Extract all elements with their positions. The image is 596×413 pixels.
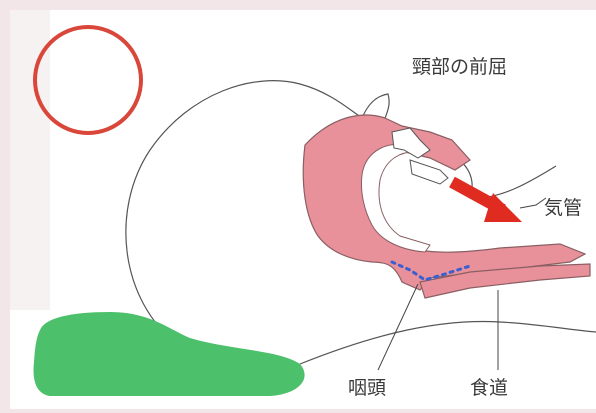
background-texture	[10, 10, 50, 310]
esophagus-label: 食道	[470, 373, 508, 400]
trachea-label: 気管	[544, 193, 582, 220]
pharynx-label: 咽頭	[348, 373, 386, 400]
diagram-title: 頸部の前屈	[412, 52, 507, 79]
